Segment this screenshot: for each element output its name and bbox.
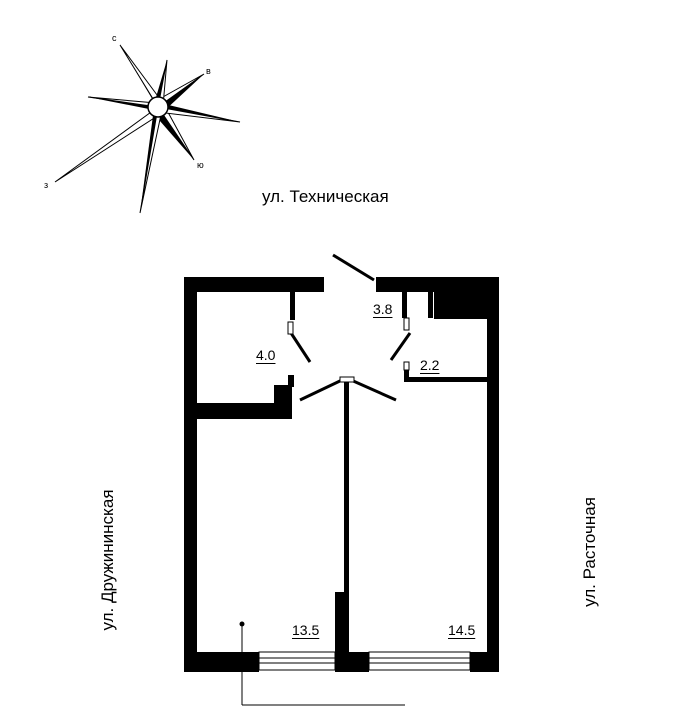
- compass-north-label: с: [112, 33, 117, 43]
- walls: [184, 277, 499, 672]
- room-area-hall: 3.8: [373, 301, 393, 317]
- room-area-storage: 2.2: [420, 357, 440, 373]
- street-label-top: ул. Техническая: [262, 187, 389, 206]
- compass-rose-icon: [54, 44, 241, 214]
- street-label-left: ул. Дружининская: [98, 489, 117, 631]
- compass-east-label: в: [206, 66, 211, 76]
- windows: [258, 651, 471, 671]
- room-area-kitchen-living: 13.5: [292, 622, 320, 638]
- compass-south-label: ю: [197, 160, 204, 170]
- street-label-right: ул. Расточная: [580, 497, 599, 607]
- room-area-bedroom: 14.5: [448, 622, 476, 638]
- compass-west-label: з: [44, 180, 49, 190]
- marker-leader: [239, 621, 405, 706]
- room-area-bathroom: 4.0: [256, 347, 276, 363]
- doors: [289, 253, 412, 402]
